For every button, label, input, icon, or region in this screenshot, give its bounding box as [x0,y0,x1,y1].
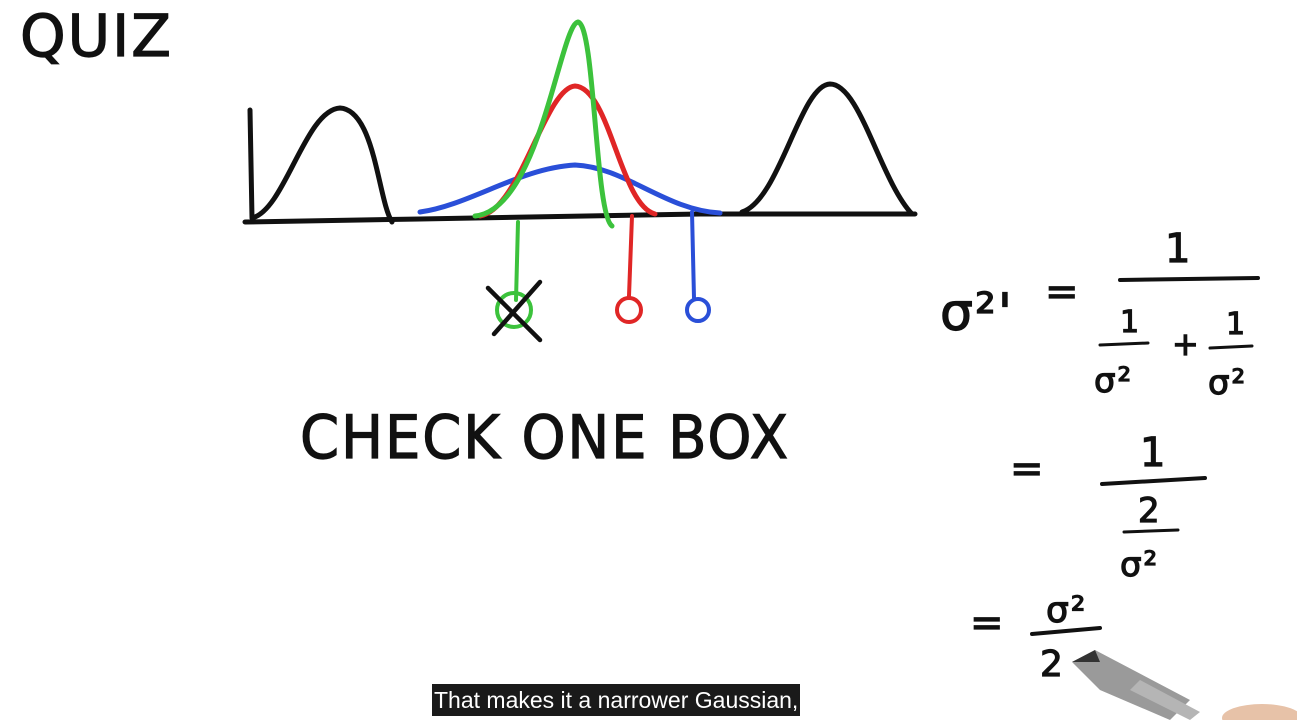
formula-eq-1: = [1045,269,1081,315]
formula-small-one-a: 1 [1120,305,1141,340]
axis-line [242,211,918,225]
formula-small-bar-c [1122,528,1180,534]
formula-fraction-bar-3 [1030,626,1102,636]
video-caption: That makes it a narrower Gaussian, [432,684,801,716]
formula-small-bar-b [1208,344,1254,350]
green-option-leader [514,220,520,302]
formula-small-bar-a [1098,341,1150,347]
formula-sigma-d: σ² [1046,590,1087,631]
green-option-box[interactable] [495,291,533,329]
formula-lhs: σ²' [940,283,1014,343]
pen-icon [1072,650,1297,720]
formula-small-sigma-b: σ² [1208,363,1247,403]
formula-two: 2 [1138,491,1162,531]
formula-numerator-1: 1 [1165,226,1192,272]
formula-numerator-2: 1 [1140,430,1167,476]
formula-fraction-bar-2 [1100,476,1207,486]
formula-two-d: 2 [1040,644,1065,685]
quiz-title: QUIZ [20,2,173,70]
red-option-leader [627,214,634,298]
formula-fraction-bar-1 [1118,276,1260,282]
blue-option-box[interactable] [685,297,711,323]
blue-option-leader [690,210,696,300]
left-prior-curve [247,105,395,225]
green-gaussian-curve [472,19,615,229]
instruction-text: CHECK ONE BOX [300,403,790,473]
green-option-checkmark [485,279,543,343]
right-measurement-curve [739,81,915,217]
formula-eq-3: = [970,600,1006,646]
formula-eq-2: = [1010,446,1046,492]
formula-plus: + [1172,325,1201,363]
formula-small-one-b: 1 [1226,307,1247,342]
blue-gaussian-curve [417,162,723,216]
formula-small-sigma-a: σ² [1094,361,1133,401]
red-option-box[interactable] [615,296,643,324]
formula-sigma-c: σ² [1120,545,1159,585]
